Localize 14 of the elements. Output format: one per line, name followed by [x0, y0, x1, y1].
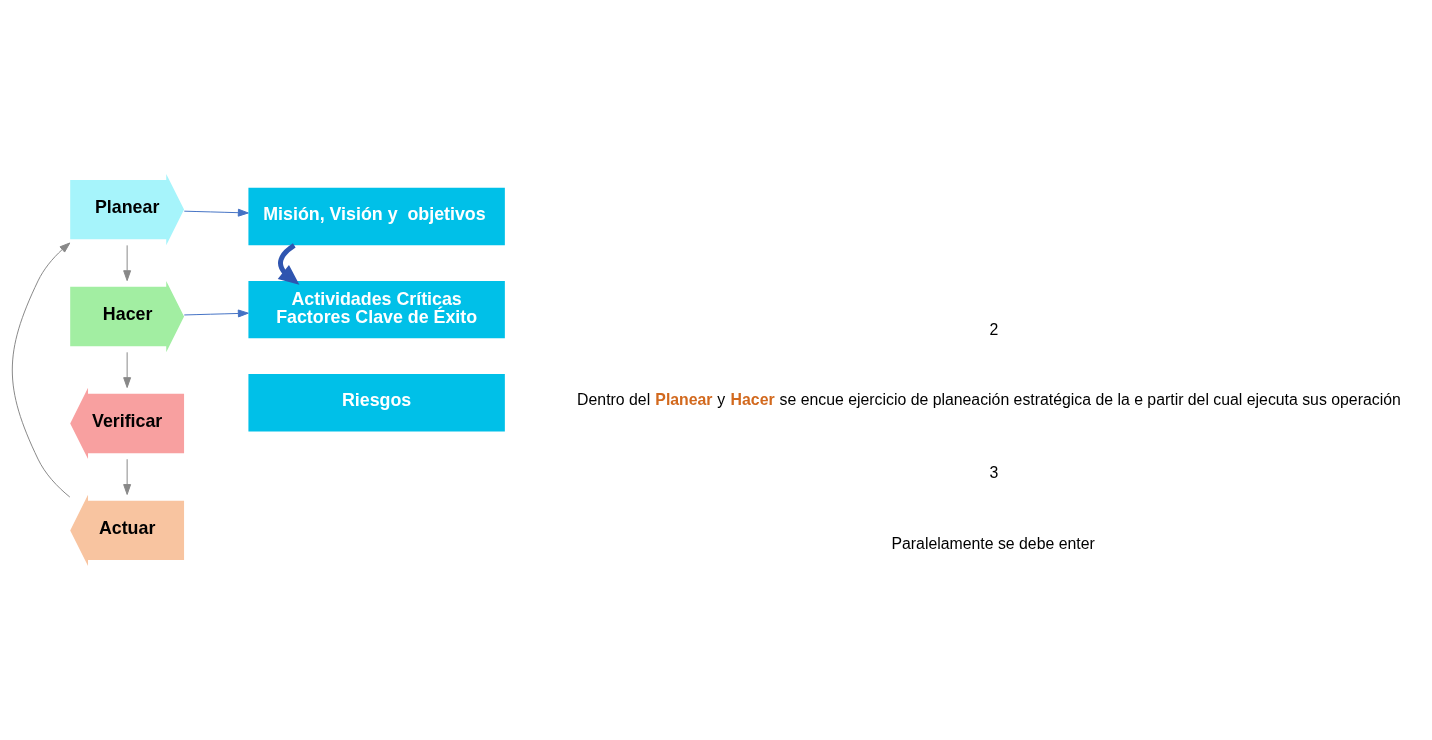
- label: Dentro del Planear y Hacer se encue ejercicio de planeación estratégica de la e partir del cual ejecuta sus operación: [577, 391, 1401, 409]
- label: Paralelamente se debe enter: [891, 535, 1095, 553]
- node-box: Misión, Visión y objetivos: [248, 187, 505, 246]
- arrow: [183, 208, 249, 217]
- label: 3: [989, 463, 999, 481]
- node-box: Riesgos: [248, 373, 505, 432]
- arrow: [123, 458, 132, 495]
- label: 2: [989, 321, 999, 339]
- arrow: [277, 243, 300, 285]
- arrow: [183, 309, 249, 318]
- node-box: Actividades Críticas Factores Clave de Éxito: [248, 280, 505, 339]
- arrow: [123, 351, 132, 389]
- arrow: [123, 244, 132, 282]
- arrow: [11, 242, 71, 498]
